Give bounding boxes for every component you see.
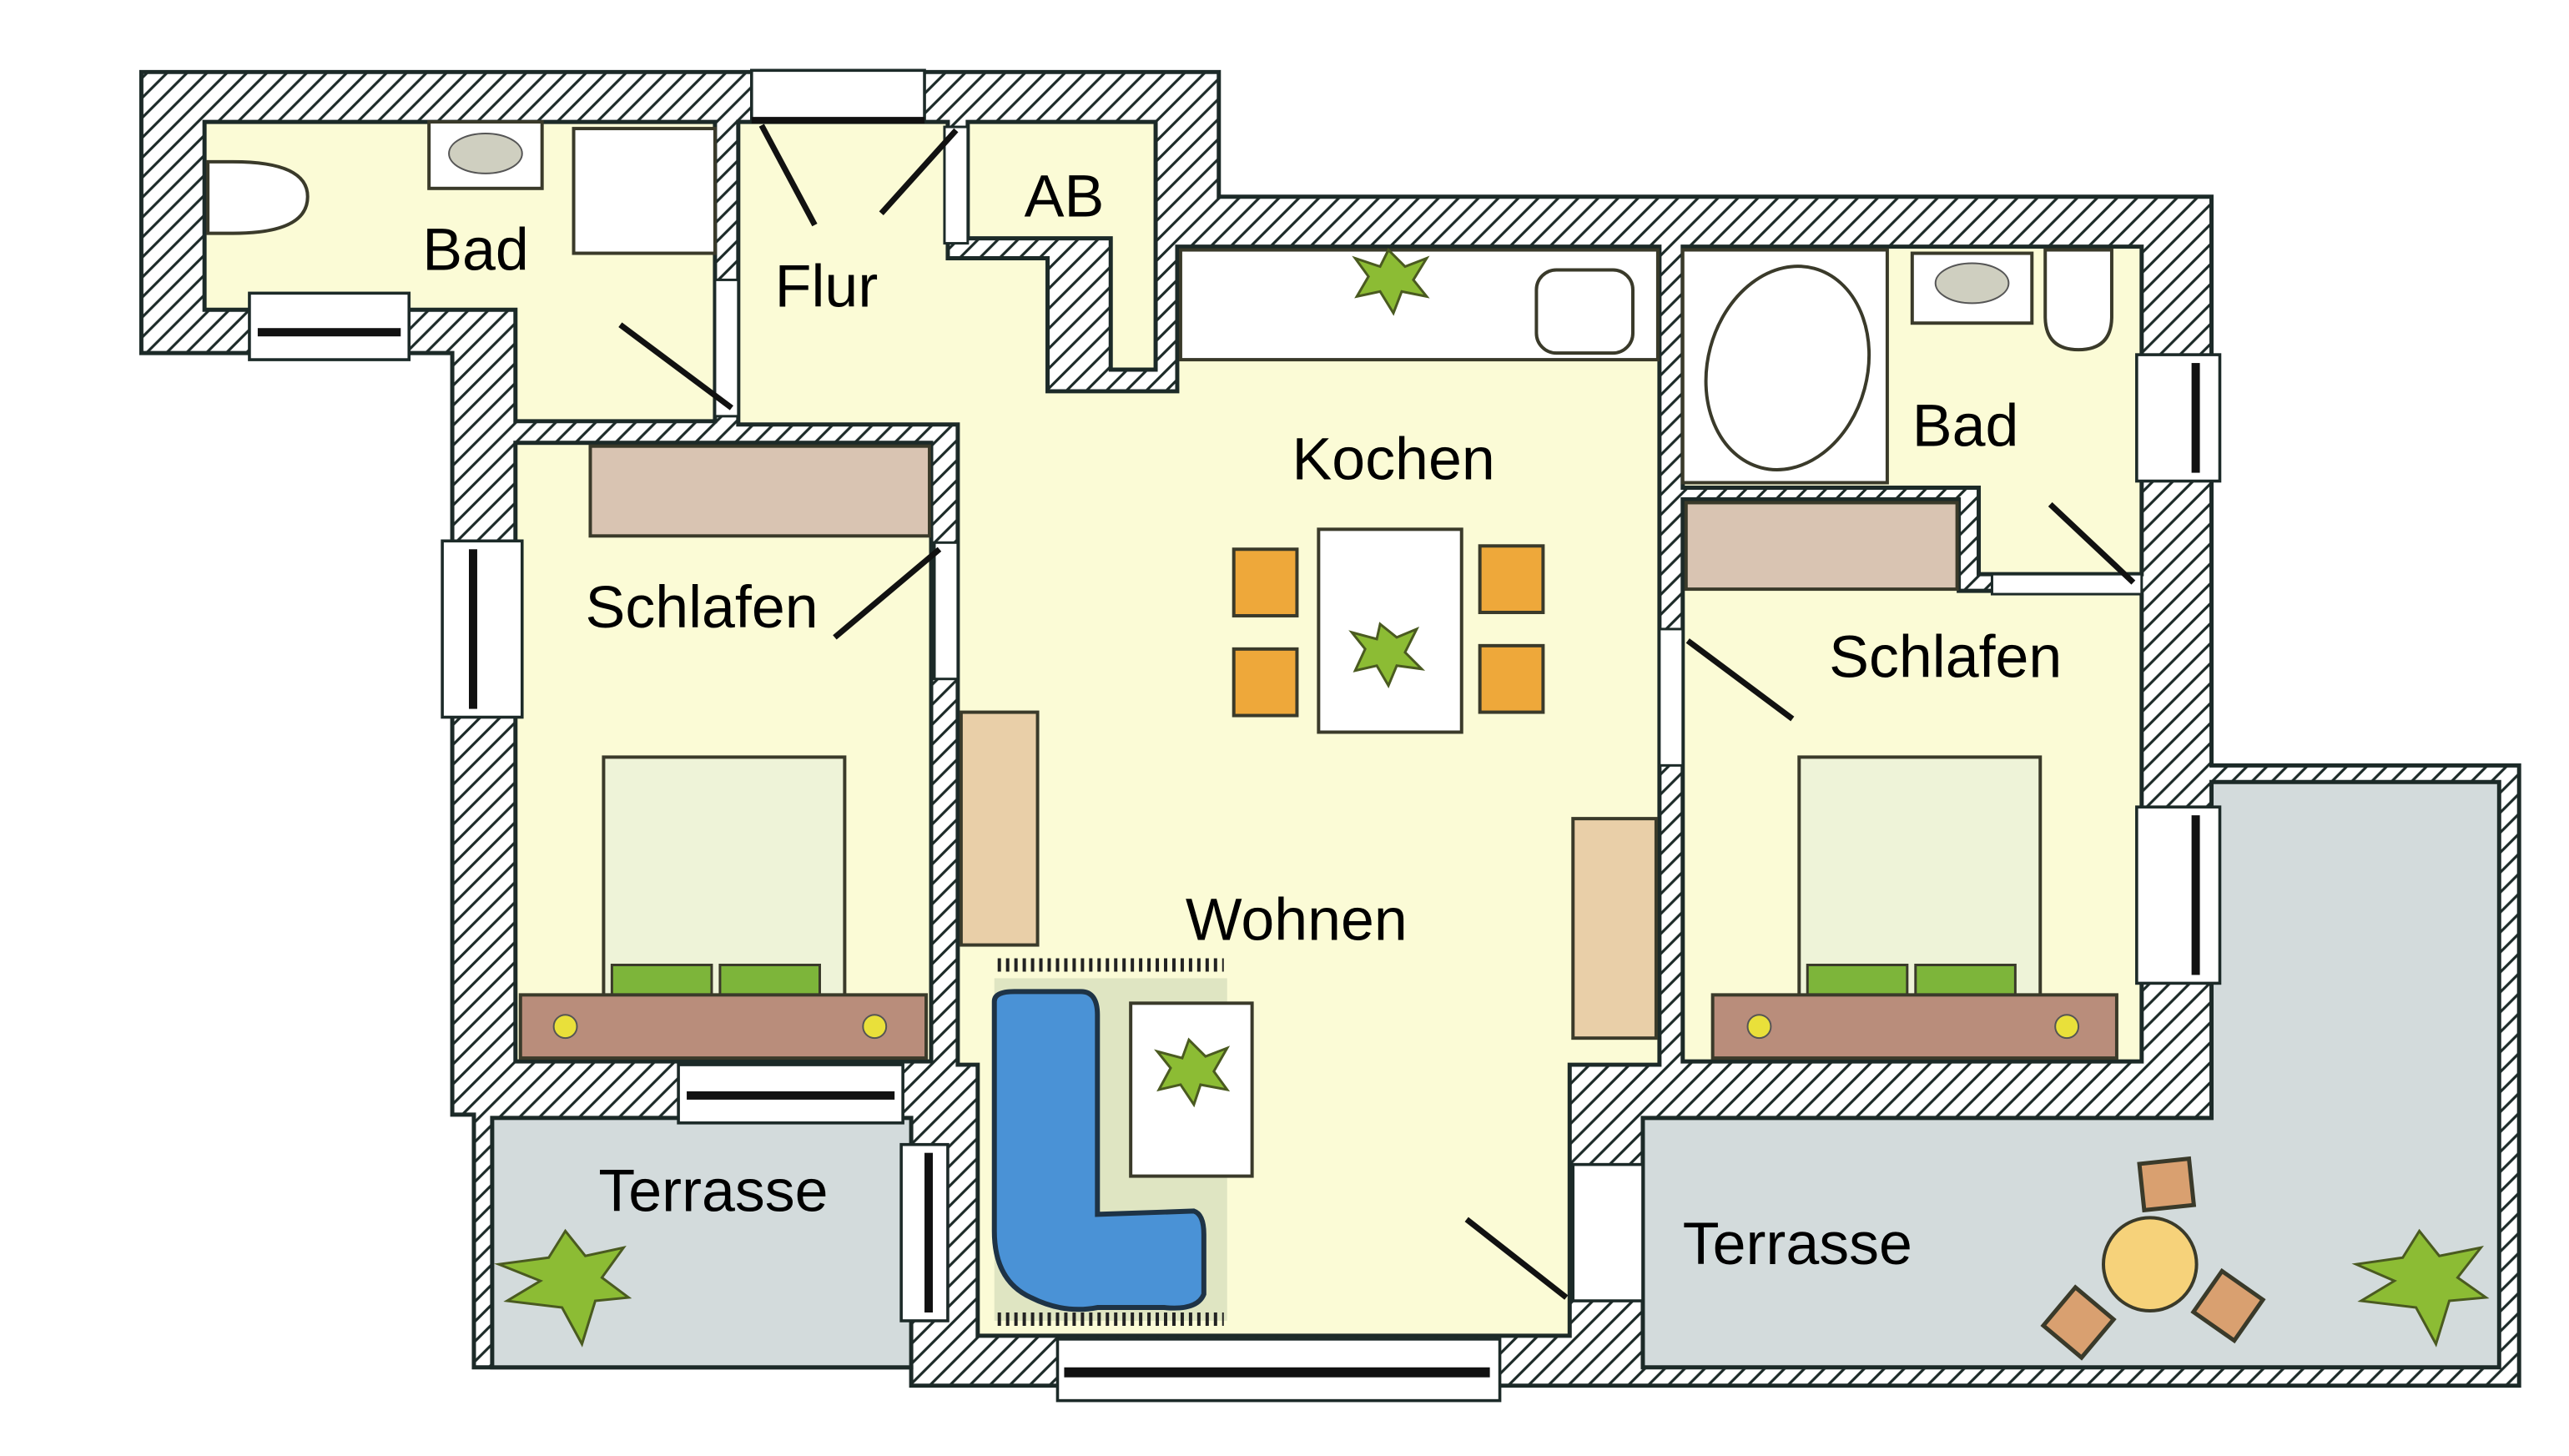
window-flur [749,68,926,123]
dining-chair [1232,547,1299,617]
plant-icon [494,1228,632,1348]
door-flur-entry [758,123,818,227]
stool [2137,1156,2197,1213]
room-terrasse-right [1640,779,2501,1370]
label-flur: Flur [775,253,879,320]
label-kochen: Kochen [1292,426,1494,493]
plant-icon [2351,1228,2490,1348]
wardrobe [1684,501,1959,592]
headboard [518,993,929,1061]
label-schlafen-left: Schlafen [585,574,818,641]
label-terrasse-right: Terrasse [1683,1211,1912,1277]
dining-chair [1232,647,1299,718]
plant-icon [1352,248,1430,316]
window-schlafen-left [441,539,524,719]
label-bad-right: Bad [1912,393,2019,460]
window-bad-left [248,291,411,361]
room-terrasse-left [490,1116,914,1370]
window-bad-right [2135,353,2222,483]
tv-cabinet [1571,817,1658,1040]
shower-tray-icon [572,127,717,255]
corner-sofa [991,989,1206,1312]
wardrobe [588,444,932,538]
dining-chair [1478,544,1545,614]
door-schlafen-left [833,547,942,640]
headboard [1710,993,2118,1061]
label-bad-left: Bad [422,216,529,283]
kitchen-sink-icon [1534,268,1635,355]
label-ab: AB [1025,164,1105,230]
label-terrasse-left: Terrasse [598,1157,828,1224]
toilet-icon [2043,248,2113,352]
door-schlafen-right [1685,638,1795,722]
room-labels: Bad Flur AB Kochen Bad Schlafen Schlafen… [422,164,2062,1278]
sideboard [959,710,1040,947]
doors [618,123,2143,1300]
door-bad-right [2048,501,2136,585]
window-schlafen-right [2135,805,2222,985]
door-ab [879,128,959,216]
label-wohnen: Wohnen [1186,887,1408,954]
door-bad-left [618,322,733,411]
toilet-icon [206,159,310,235]
room-flur [736,119,1662,1338]
round-table [2102,1216,2199,1312]
stool [2040,1284,2117,1361]
window-wohnen-terrasse-right [1571,1162,1645,1302]
dining-chair [1478,643,1545,714]
windows [248,68,2222,1403]
furniture [206,120,2490,1361]
stool [2190,1267,2266,1344]
door-wohnen-terrasse [1464,1217,1569,1300]
label-schlafen-right: Schlafen [1829,624,2062,691]
